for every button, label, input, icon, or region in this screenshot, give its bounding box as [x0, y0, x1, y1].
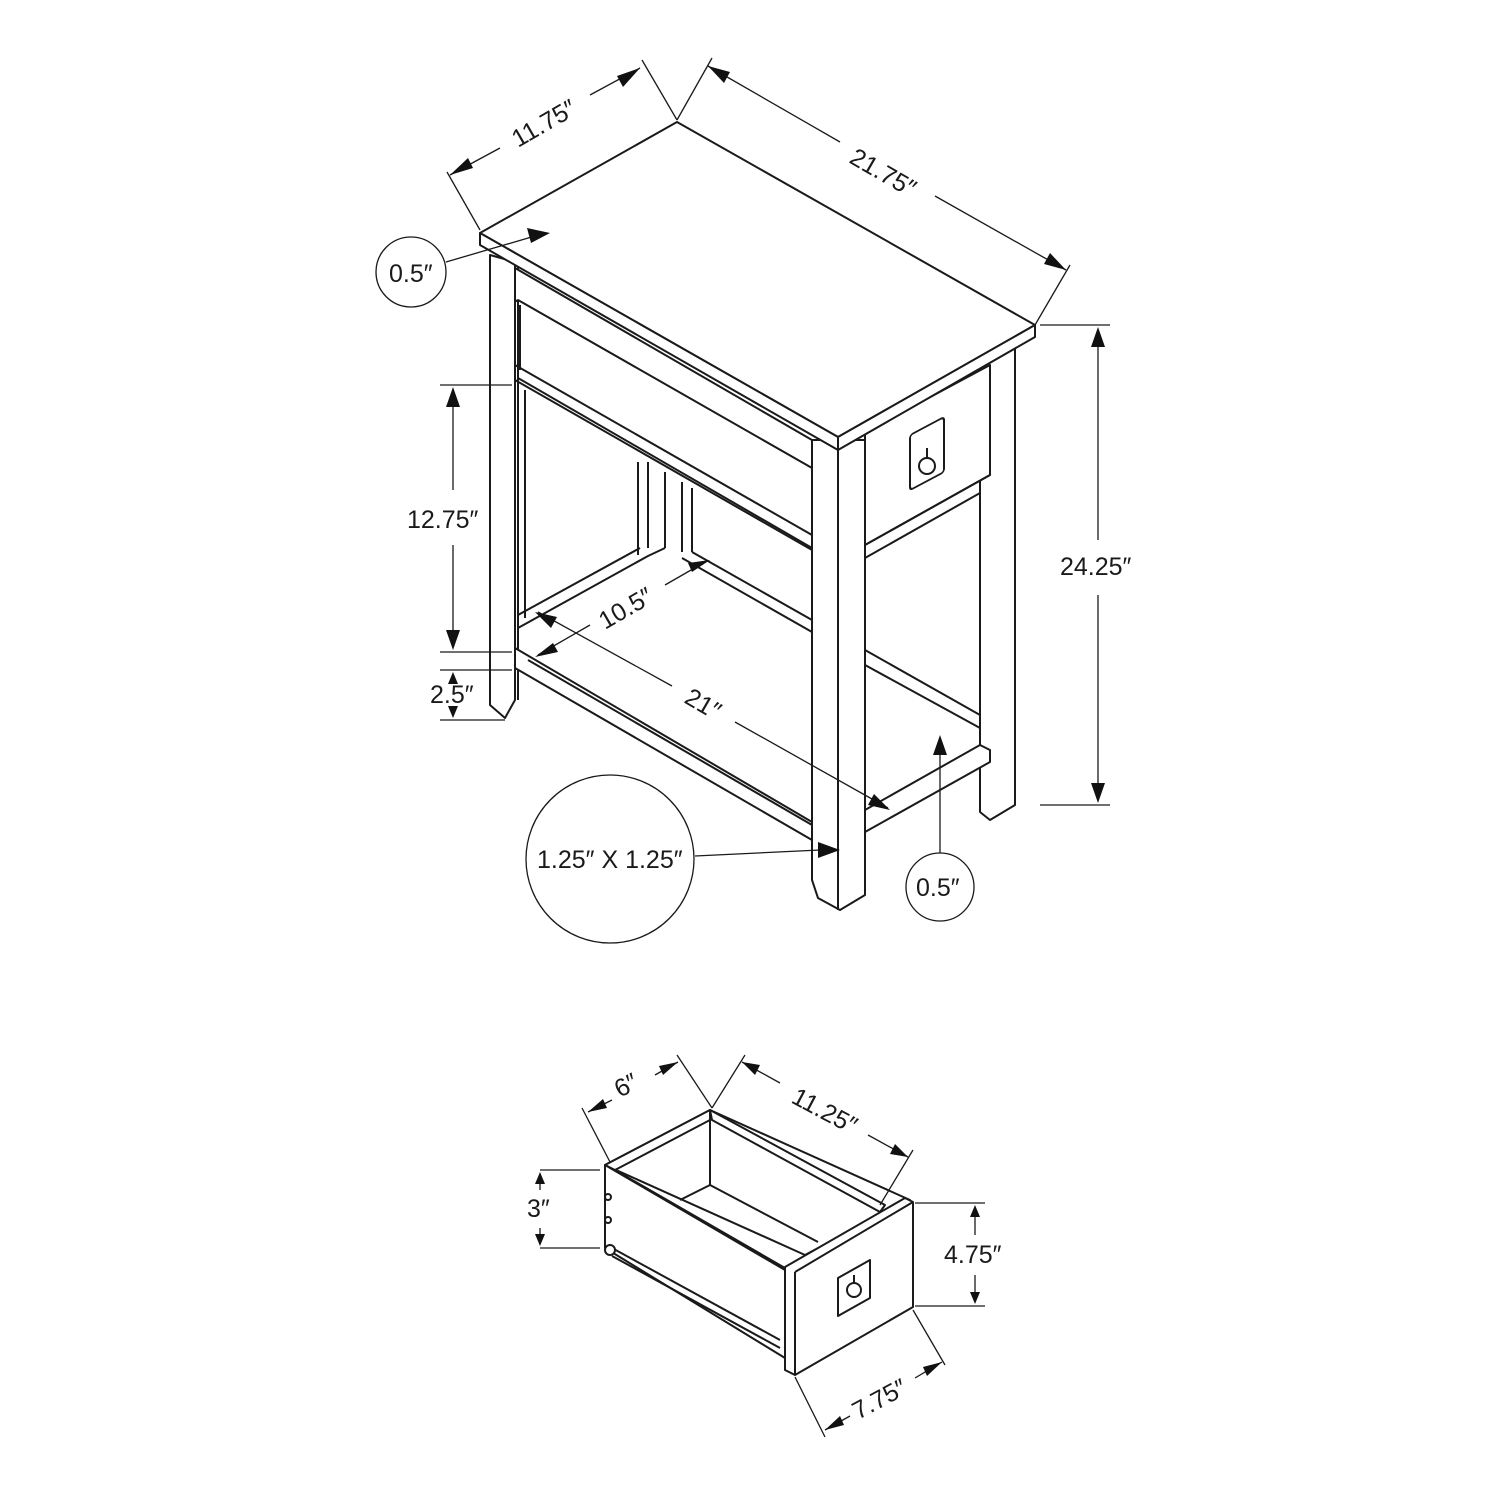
drawer-slide-icon: [604, 1193, 781, 1349]
drawer-dimensions: 6″ 11.25″ 3″ 4.75″ 7.75″: [527, 1054, 1002, 1438]
ring-pull-handle-icon: [837, 1259, 871, 1317]
dim-leg-size: 1.25″ X 1.25″: [537, 846, 683, 874]
dim-shelf-clearance: 12.75″: [407, 506, 479, 534]
dim-top-thickness: 0.5″: [389, 260, 433, 288]
dim-top-length: 21.75″: [845, 143, 921, 203]
dim-shelf-depth: 10.5″: [594, 582, 658, 635]
ring-pull-handle-icon: [909, 417, 945, 491]
dim-shelf-thickness: 0.5″: [916, 874, 960, 902]
dim-drawer-front-width: 7.75″: [848, 1374, 912, 1426]
table-drawing: [479, 121, 1036, 911]
front-left-leg: [489, 254, 516, 719]
dim-shelf-length: 21″: [680, 683, 726, 726]
dim-drawer-width: 6″: [610, 1068, 643, 1103]
drawer-drawing: [604, 1109, 914, 1376]
dim-drawer-length: 11.25″: [787, 1083, 862, 1140]
dim-shelf-height: 2.5″: [430, 681, 474, 709]
dim-drawer-side-height: 3″: [527, 1195, 550, 1223]
dim-drawer-front-height: 4.75″: [944, 1241, 1002, 1269]
dim-total-height: 24.25″: [1060, 553, 1132, 581]
dim-top-depth: 11.75″: [507, 94, 581, 153]
